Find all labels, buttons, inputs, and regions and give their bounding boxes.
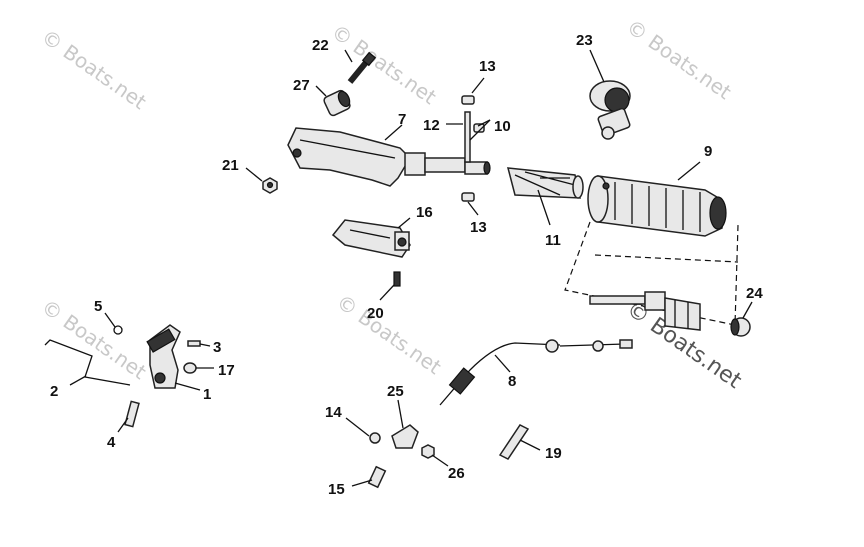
leader-lines [69, 49, 753, 487]
callout-22: 22 [312, 37, 329, 54]
part-4-bolt [124, 400, 140, 428]
part-15-terminal [367, 465, 387, 489]
part-25-bracket [391, 424, 419, 449]
part-20-screw [393, 271, 401, 287]
callout-21: 21 [222, 157, 239, 174]
part-3-pin [187, 340, 201, 347]
part-2-shift-rod [44, 339, 131, 386]
part-7-steering-arm [287, 127, 491, 187]
callout-16: 16 [416, 204, 433, 221]
part-11-throttle-sleeve [507, 167, 584, 199]
part-16-bracket [331, 219, 411, 258]
callout-24: 24 [746, 285, 763, 302]
callout-11: 11 [545, 232, 561, 249]
callout-8: 8 [508, 373, 516, 390]
part-12-pin [464, 111, 471, 163]
callout-1: 1 [203, 386, 211, 403]
part-23-friction [589, 80, 631, 140]
callout-4: 4 [107, 434, 116, 451]
assembly-outline [564, 221, 739, 326]
callout-26: 26 [448, 465, 465, 482]
part-17-washer [183, 362, 197, 374]
part-27-bushing [323, 89, 351, 117]
part-10-clip [473, 123, 485, 133]
part-13-washer-bottom [461, 192, 475, 202]
callout-5: 5 [94, 298, 102, 315]
part-13-washer-top [461, 95, 475, 105]
callout-7: 7 [398, 111, 406, 128]
callout-13-bottom: 13 [470, 219, 487, 236]
callout-3: 3 [213, 339, 221, 356]
part-21-nut [262, 177, 278, 194]
callout-14: 14 [325, 404, 342, 421]
part-22-bolt [347, 51, 377, 84]
watermark: © Boats.net [332, 289, 446, 379]
callout-17: 17 [218, 362, 235, 379]
callout-15: 15 [328, 481, 345, 498]
part-19-tube [498, 424, 530, 460]
callout-19: 19 [545, 445, 562, 462]
callout-20: 20 [367, 305, 384, 322]
part-24-cap [730, 317, 751, 337]
part-5-clip [113, 325, 123, 335]
callout-25: 25 [387, 383, 404, 400]
callout-10: 10 [494, 118, 511, 135]
callout-9: 9 [704, 143, 712, 160]
watermark: © Boats.net [37, 24, 151, 114]
callout-12: 12 [423, 117, 440, 134]
callout-numbers: 22 27 7 21 13 12 10 13 11 9 23 16 20 24 … [50, 32, 763, 498]
part-1-lever [146, 324, 181, 389]
callout-2: 2 [50, 383, 58, 400]
callout-27: 27 [293, 77, 310, 94]
part-26-nut [421, 444, 435, 459]
part-14-washer [369, 432, 381, 444]
callout-13-top: 13 [479, 58, 496, 75]
grip-inner-assembly [589, 291, 701, 331]
part-9-grip [587, 175, 727, 237]
callout-23: 23 [576, 32, 593, 49]
part-8-cable [439, 339, 633, 406]
watermark: © Boats.net [622, 14, 736, 104]
